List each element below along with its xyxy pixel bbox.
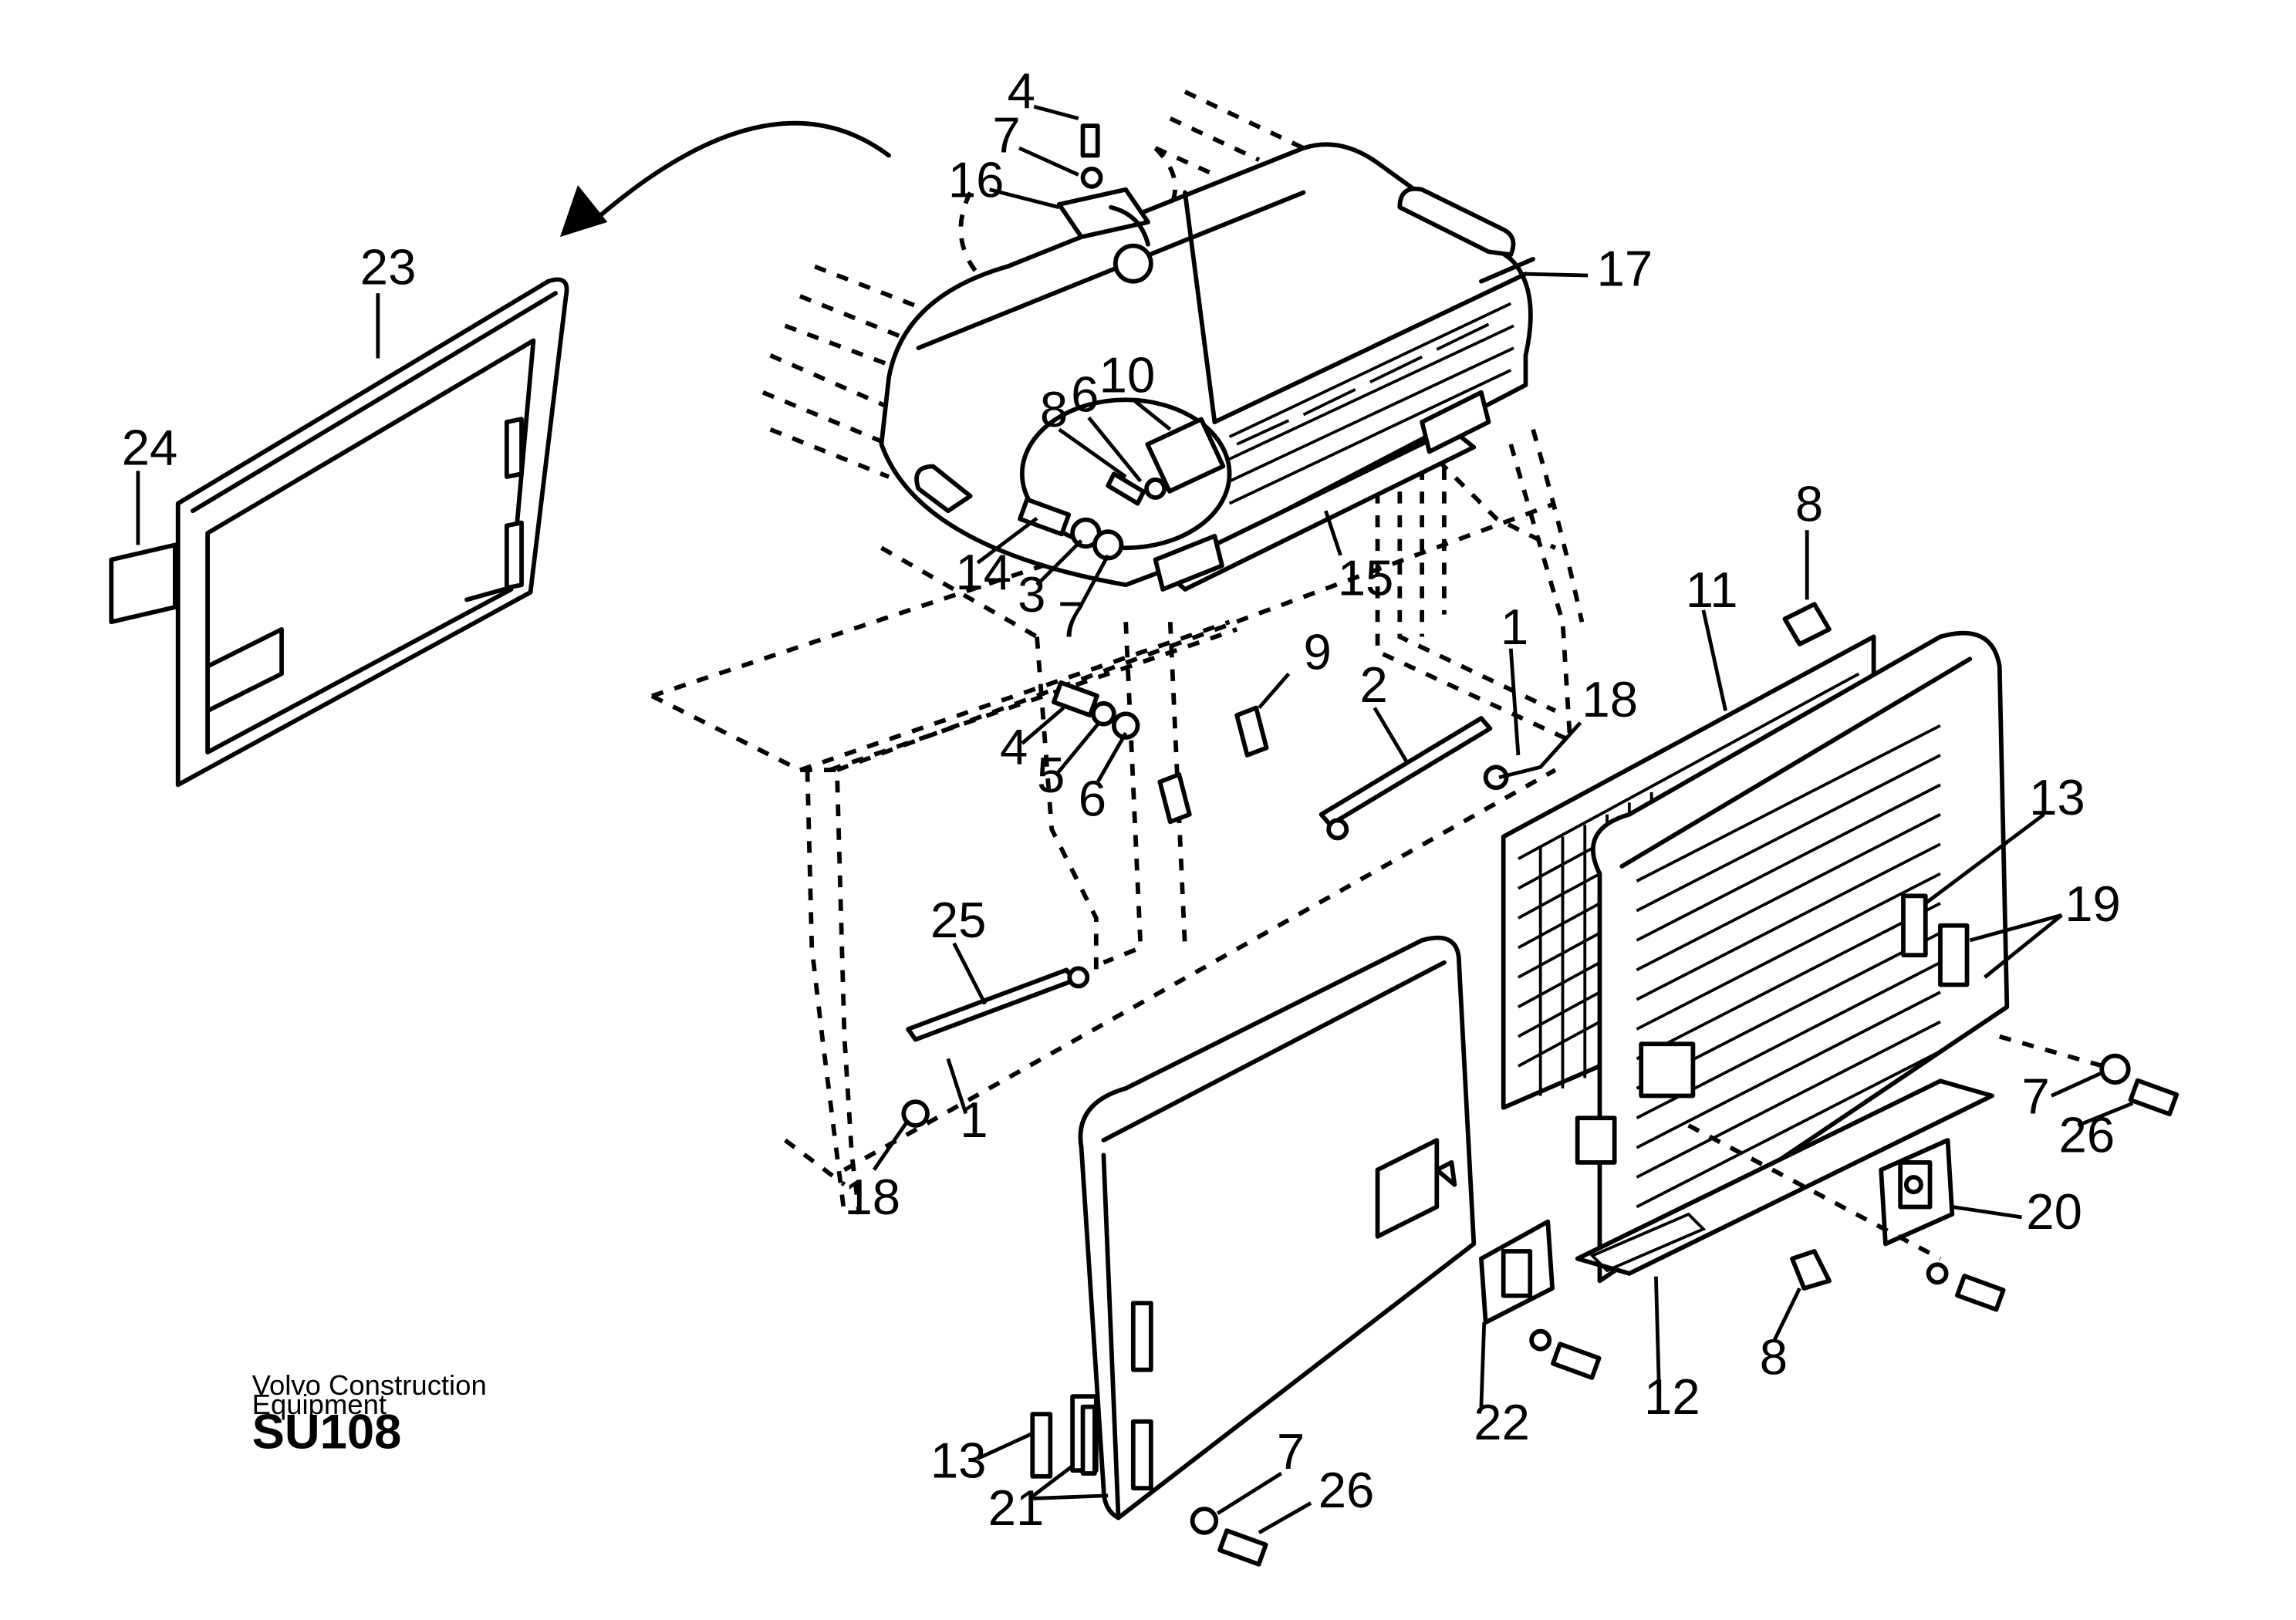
hinges-13-21 — [1030, 1394, 1099, 1479]
hardware-bottom — [1190, 1507, 1268, 1567]
label-5: 5 — [1037, 747, 1065, 803]
label-14: 14 — [955, 544, 1011, 600]
label-17: 17 — [1597, 240, 1653, 296]
label-18-left: 18 — [844, 1169, 900, 1225]
label-10: 10 — [1099, 347, 1156, 403]
rotation-arrow — [559, 120, 891, 238]
hardware-right — [1687, 1034, 2180, 1312]
label-13-left: 13 — [930, 1433, 987, 1489]
side-door-right — [1575, 630, 2010, 1284]
label-7-top: 7 — [992, 107, 1020, 164]
label-9: 9 — [1304, 624, 1332, 680]
diagram-code: SU108 — [252, 1405, 402, 1459]
rail-15 — [1153, 390, 1491, 592]
latch-20 — [1879, 1138, 1955, 1247]
label-1-right: 1 — [1501, 599, 1528, 655]
label-8-top: 8 — [1040, 381, 1068, 437]
label-3: 3 — [1018, 566, 1045, 623]
label-8-bottom: 8 — [1760, 1328, 1788, 1385]
label-2: 2 — [1359, 656, 1387, 713]
label-19: 19 — [2065, 876, 2121, 932]
door-vent-slots — [1636, 724, 1941, 1209]
label-18-right: 18 — [1582, 671, 1638, 727]
label-7-bottom: 7 — [1277, 1423, 1305, 1480]
base-plate-12 — [1575, 1078, 1995, 1276]
label-7-mid: 7 — [1058, 591, 1086, 647]
label-6-mid: 6 — [1079, 771, 1106, 827]
brand-line-1: Volvo Construction — [252, 1369, 487, 1401]
label-21: 21 — [988, 1480, 1045, 1536]
label-4-mid: 4 — [1000, 718, 1028, 775]
label-16: 16 — [948, 151, 1004, 208]
label-11: 11 — [1686, 562, 1738, 618]
label-20: 20 — [2026, 1183, 2082, 1240]
door-panel-23 — [109, 277, 569, 788]
bolts-14-3-7 — [1018, 471, 1146, 561]
label-22: 22 — [1474, 1394, 1530, 1450]
label-13-right: 13 — [2029, 769, 2085, 825]
roof-hood-17 — [879, 142, 1535, 588]
label-23: 23 — [360, 239, 417, 295]
wing-nuts-8 — [1782, 602, 1832, 1291]
item-number-labels: 4 7 16 17 10 6 8 14 3 7 15 23 24 9 2 1 1… — [122, 62, 2121, 1536]
machine-frame-outline — [650, 89, 1585, 1215]
label-26-right: 26 — [2059, 1106, 2115, 1163]
roof-vent-slots — [1228, 302, 1514, 505]
latch-22 — [1479, 1219, 1602, 1380]
brand-line-2: Equipment — [252, 1389, 387, 1420]
rods-and-clips — [901, 680, 1509, 1128]
label-15: 15 — [1338, 550, 1394, 606]
label-6-top: 6 — [1071, 366, 1099, 423]
front-door — [1078, 935, 1477, 1520]
label-25: 25 — [930, 892, 987, 948]
label-7-right: 7 — [2022, 1068, 2050, 1125]
brand-block: Volvo Construction Equipment SU108 — [252, 1369, 487, 1459]
label-8-right: 8 — [1795, 476, 1823, 532]
label-4-top: 4 — [1008, 62, 1035, 119]
label-26-bottom: 26 — [1319, 1462, 1375, 1518]
label-12: 12 — [1644, 1369, 1700, 1425]
leader-lines — [136, 104, 2134, 1534]
label-24: 24 — [122, 420, 178, 476]
cap-16 — [1056, 123, 1150, 247]
label-1-left: 1 — [960, 1092, 988, 1148]
